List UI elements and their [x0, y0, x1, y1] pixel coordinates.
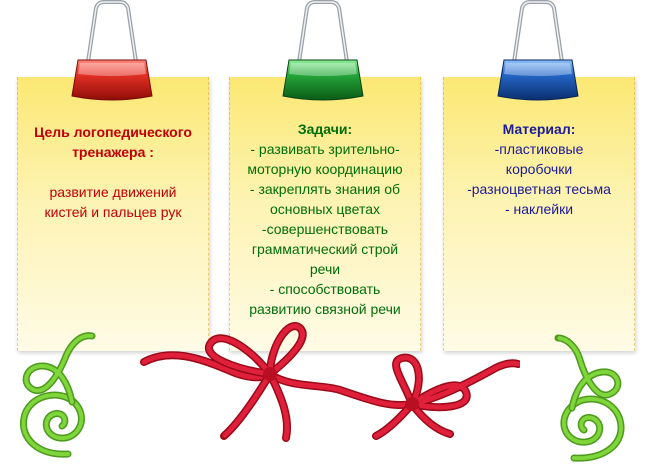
goal-body: развитие движений кистей и пальцев рук	[22, 182, 204, 222]
tasks-line: - развивать зрительно-	[250, 141, 400, 157]
tasks-text: Задачи: - развивать зрительно- моторную …	[234, 119, 416, 319]
material-text: Материал: -пластиковые коробочки -разноц…	[448, 119, 630, 219]
tasks-line: -совершенствовать	[261, 221, 389, 237]
tasks-line: - закреплять знания об	[249, 181, 401, 197]
red-cord-bows-icon	[140, 322, 520, 442]
tasks-line: моторную координацию	[247, 161, 403, 177]
tasks-line: основных цветах	[269, 201, 381, 217]
goal-title-line-2: тренажера :	[72, 144, 154, 160]
goal-title: Цель логопедического тренажера :	[22, 122, 204, 162]
tasks-line: - способствовать	[269, 281, 381, 297]
material-line: -разноцветная тесьма	[467, 181, 611, 197]
tasks-line: развитию связной речи	[249, 301, 401, 317]
goal-card: Цель логопедического тренажера : развити…	[17, 77, 209, 351]
blue-binder-clip-icon	[497, 0, 579, 101]
goal-title-line-1: Цель логопедического	[34, 124, 192, 140]
tasks-line: речи	[309, 261, 341, 277]
red-cord-knot-icon	[405, 397, 419, 411]
material-line: -пластиковые	[494, 141, 584, 157]
green-cord-left-icon	[19, 332, 96, 458]
green-binder-clip-icon	[282, 0, 364, 101]
green-cord-right-icon	[554, 334, 625, 462]
tasks-card: Задачи: - развивать зрительно- моторную …	[229, 77, 421, 351]
tasks-line: грамматический строй	[251, 241, 399, 257]
material-card: Материал: -пластиковые коробочки -разноц…	[443, 77, 635, 351]
red-cord-knot-icon	[263, 367, 277, 381]
goal-body-line-2: кистей и пальцев рук	[44, 204, 182, 220]
material-line: - наклейки	[504, 201, 574, 217]
material-line: коробочки	[505, 161, 573, 177]
tasks-title: Задачи:	[297, 121, 353, 137]
red-binder-clip-icon	[71, 0, 153, 101]
goal-body-line-1: развитие движений	[49, 184, 177, 200]
material-title: Материал:	[502, 121, 576, 137]
